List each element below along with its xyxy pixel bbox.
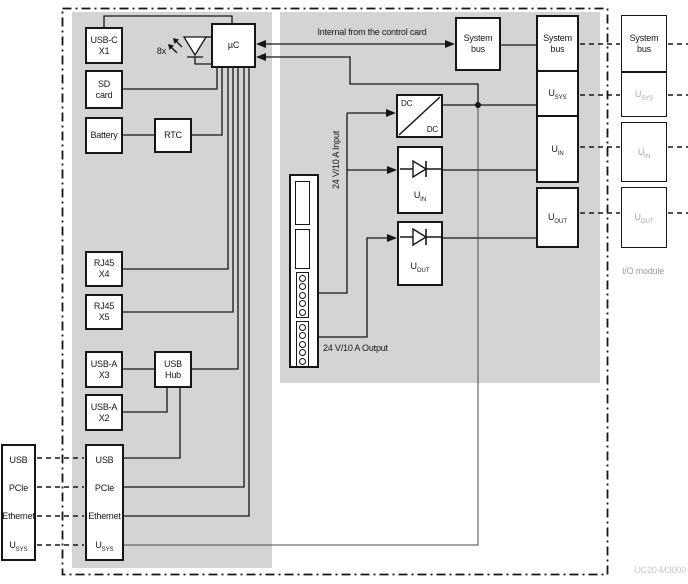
- usb-a-x2-label: USB-A: [90, 401, 118, 412]
- terminal-slot: [295, 181, 310, 225]
- terminal-pin: [299, 340, 306, 348]
- terminal-pin: [299, 300, 306, 307]
- rj45-x5-label: RJ45: [93, 301, 115, 312]
- external-io-panel: USB PCIe Ethernet USYS: [1, 444, 36, 561]
- usb-hub-label1: USB: [164, 358, 182, 369]
- arrowheads: [256, 40, 455, 242]
- input-24v-label: 24 V/10 A Input: [331, 130, 341, 190]
- microcontroller-label: µC: [227, 40, 240, 51]
- dashed-links: [37, 43, 688, 546]
- terminal-pin: [299, 291, 306, 299]
- usb-a-x3-label: USB-A: [90, 358, 118, 369]
- usb-c-x1-port: X1: [98, 45, 110, 56]
- battery-label: Battery: [90, 130, 118, 141]
- signal-wires: [103, 15, 536, 517]
- u-in-label: UIN: [413, 190, 427, 203]
- internal-link-label: Internal from the control card: [317, 27, 427, 37]
- system-bus-block: System bus: [455, 17, 501, 71]
- system-bus-label2: bus: [471, 44, 485, 54]
- rj45-x4-label: RJ45: [93, 258, 115, 269]
- rj45-x5-port: X5: [98, 312, 110, 322]
- rtc-label: RTC: [164, 130, 182, 141]
- terminal-pin: [299, 308, 306, 316]
- external-usb-label: USB: [9, 454, 28, 465]
- u-out-diode-block: UOUT: [397, 221, 443, 286]
- led-icon: [168, 36, 211, 65]
- dc-bottom-label: DC: [426, 124, 438, 134]
- io-module-uin: UIN: [621, 122, 667, 182]
- dc-dc-converter-block: DC DC: [396, 94, 443, 138]
- usb-a-x2-port: X2: [98, 412, 110, 423]
- usys-sense-wire: [124, 105, 479, 546]
- controller-boundary: [61, 7, 609, 576]
- io-module-caption: I/O module: [622, 266, 665, 276]
- internal-ethernet-label: Ethernet: [88, 511, 121, 522]
- bus-column-uout: UOUT: [536, 187, 579, 248]
- external-pcie-label: PCIe: [8, 483, 29, 494]
- power-terminal-block: [289, 174, 319, 368]
- u-out-label: UOUT: [410, 261, 430, 274]
- led-emission-arrows: [168, 38, 179, 50]
- input-pin-group: [296, 272, 309, 318]
- bus-column-system-bus: System bus: [536, 15, 579, 72]
- usb-hub-label2: Hub: [165, 369, 181, 380]
- rj45-x4-block: RJ45 X4: [85, 251, 123, 287]
- io-module-uout: UOUT: [621, 187, 667, 248]
- usb-a-x3-port: X3: [98, 369, 110, 380]
- bus-column-usys: USYS: [536, 70, 579, 117]
- microcontroller-block: µC: [211, 23, 256, 68]
- internal-usys-label: USYS: [95, 539, 114, 553]
- usb-c-x1-label: USB-C: [90, 34, 118, 45]
- sd-card-label1: SD: [97, 78, 111, 89]
- usb-hub-block: USB Hub: [154, 351, 192, 388]
- rj45-x5-block: RJ45 X5: [85, 294, 123, 330]
- internal-pcie-label: PCIe: [94, 483, 115, 494]
- rtc-block: RTC: [154, 118, 192, 153]
- internal-usb-label: USB: [95, 454, 114, 465]
- bus-column-uin: UIN: [536, 115, 579, 183]
- usb-a-x2-block: USB-A X2: [85, 394, 123, 431]
- terminal-pin: [299, 283, 306, 290]
- sd-card-label2: card: [95, 89, 113, 100]
- terminal-pin: [299, 349, 306, 356]
- usb-c-x1-block: USB-C X1: [85, 27, 123, 64]
- u-in-diode-block: UIN: [397, 146, 443, 214]
- dc-dc-diagonal: [398, 96, 441, 136]
- external-ethernet-label: Ethernet: [2, 511, 35, 522]
- junction-dot: [475, 102, 481, 108]
- terminal-pin: [299, 357, 306, 365]
- terminal-slot: [295, 229, 310, 269]
- io-module-usys: USYS: [621, 72, 667, 117]
- led-count-label: 8x: [156, 46, 166, 56]
- terminal-pin: [299, 274, 306, 282]
- dc-top-label: DC: [401, 99, 413, 108]
- sd-card-block: SD card: [85, 70, 123, 109]
- internal-io-panel: USB PCIe Ethernet USYS: [85, 444, 124, 561]
- rj45-x4-port: X4: [98, 269, 110, 279]
- system-bus-label1: System: [463, 33, 493, 44]
- usb-a-x3-block: USB-A X3: [85, 351, 123, 388]
- diode-icon: [399, 227, 441, 247]
- io-module-system-bus: System bus: [621, 15, 667, 72]
- external-usys-label: USYS: [9, 539, 28, 553]
- diode-icon: [399, 159, 441, 179]
- battery-block: Battery: [85, 117, 123, 154]
- output-24v-label: 24 V/10 A Output: [323, 343, 388, 353]
- terminal-pin: [299, 323, 306, 331]
- terminal-pin: [299, 332, 306, 339]
- model-number-label: UC20-M3000: [634, 565, 686, 575]
- output-pin-group: [296, 321, 309, 367]
